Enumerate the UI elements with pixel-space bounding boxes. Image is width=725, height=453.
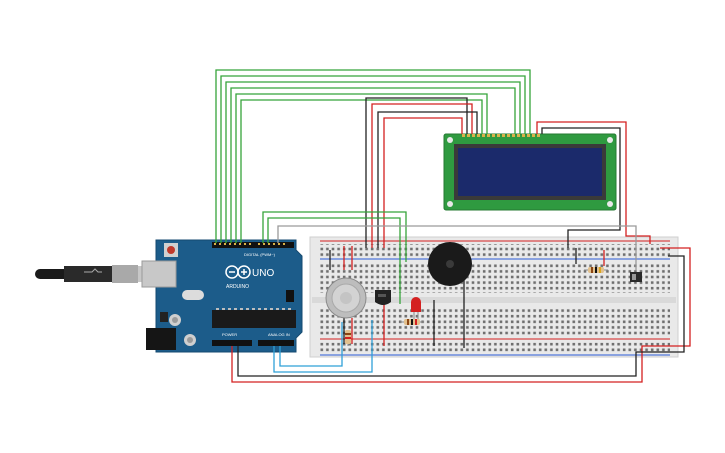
analog-wires[interactable] bbox=[273, 320, 373, 373]
slide-switch[interactable] bbox=[630, 272, 642, 282]
resistor-sensor[interactable] bbox=[345, 330, 351, 346]
resistor-switch[interactable] bbox=[584, 267, 608, 273]
microcontroller-chip bbox=[212, 310, 296, 328]
arduino-logo bbox=[225, 265, 251, 279]
lcd-power-wires[interactable] bbox=[365, 97, 651, 248]
digital-header-label: DIGITAL (PWM~) bbox=[244, 252, 276, 257]
ground-power-wires[interactable] bbox=[231, 246, 691, 383]
lcd-display[interactable] bbox=[443, 133, 617, 211]
gas-sensor[interactable] bbox=[325, 277, 367, 319]
analog-header-label: ANALOG IN bbox=[268, 332, 290, 337]
aux-wire[interactable] bbox=[277, 225, 637, 270]
arduino-uno[interactable]: UNO ARDUINO DIGITAL (PWM~) POWER ANALOG … bbox=[141, 239, 303, 353]
board-model: UNO bbox=[252, 268, 274, 279]
lcd-data-wires[interactable] bbox=[215, 69, 531, 243]
breadboard[interactable] bbox=[309, 236, 679, 358]
board-brand: ARDUINO bbox=[226, 284, 249, 290]
lcd-pins bbox=[462, 134, 540, 137]
red-led[interactable] bbox=[411, 297, 421, 320]
sensor-data-wires[interactable] bbox=[262, 211, 407, 304]
usb-cable[interactable] bbox=[35, 265, 152, 283]
lcd-screen bbox=[458, 148, 602, 196]
temperature-sensor[interactable] bbox=[375, 290, 391, 305]
power-header-label: POWER bbox=[222, 332, 237, 337]
resistor-led[interactable] bbox=[400, 319, 424, 325]
piezo-buzzer[interactable] bbox=[428, 242, 472, 286]
